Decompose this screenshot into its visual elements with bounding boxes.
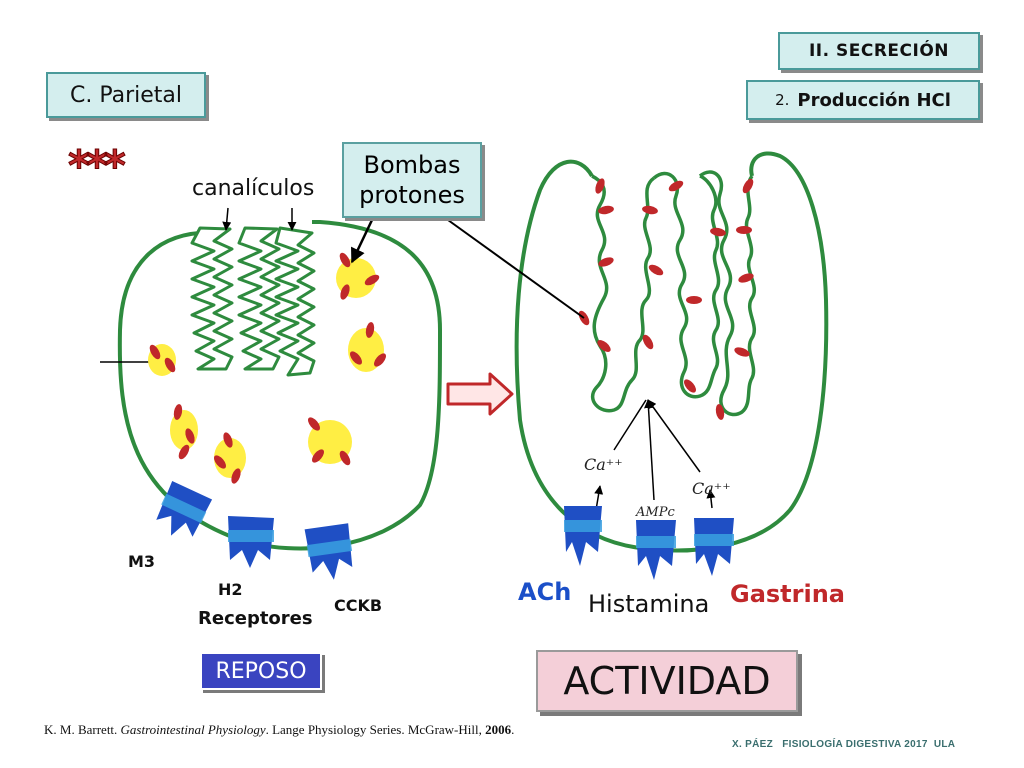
label-h2: H2 <box>218 580 243 599</box>
author-credit: X. PÁEZ FISIOLOGÍA DIGESTIVA 2017 ULA <box>732 739 956 750</box>
subsection-number: 2. <box>775 91 790 109</box>
cell-type-tag: C. Parietal <box>46 72 206 118</box>
receptor-ach <box>564 506 602 566</box>
rest-state-label: REPOSO <box>215 658 307 684</box>
canaliculi-label: canalículos <box>192 176 315 201</box>
tubulovesicle <box>336 252 380 300</box>
active-cell-membrane <box>514 151 829 553</box>
label-receptors: Receptores <box>198 608 313 629</box>
proton-pumps-label: Bombas protones <box>359 151 465 209</box>
label-histamine: Histamina <box>588 590 710 618</box>
signal-converging-arrows <box>613 400 701 473</box>
canaliculi-arrow-left <box>222 207 232 231</box>
active-state-label: ACTIVIDAD <box>563 659 771 703</box>
tubulovesicles <box>148 252 386 484</box>
pumps-pointer-line <box>447 219 585 319</box>
stars-marker: *** <box>68 141 126 190</box>
label-ca-left: Ca⁺⁺ <box>584 455 623 474</box>
pumps-pointer-line-rest <box>350 219 374 264</box>
tubulovesicle <box>170 404 198 460</box>
subsection-tag: 2. Producción HCl <box>746 80 980 120</box>
reference-year: 2006 <box>485 722 512 737</box>
label-camp: AMPc <box>635 505 675 520</box>
reference-citation: K. M. Barrett. Gastrointestinal Physiolo… <box>44 722 514 738</box>
label-ach: ACh <box>518 578 572 606</box>
receptor-cckb <box>304 523 353 580</box>
reference-book: Gastrointestinal Physiology <box>120 722 266 737</box>
receptor-m3 <box>156 480 213 537</box>
active-canaliculus-left <box>590 174 656 413</box>
tubulovesicle <box>348 322 386 372</box>
label-gastrin: Gastrina <box>730 580 845 608</box>
receptor-histamine <box>636 520 676 580</box>
active-pumps <box>578 178 754 420</box>
section-tag-text: II. SECRECIÓN <box>808 41 950 61</box>
resting-canaliculus-middle <box>237 226 281 371</box>
signal-arrow-camp <box>643 399 655 501</box>
receptor-h2 <box>228 516 274 568</box>
tubulovesicle <box>308 417 352 466</box>
section-tag: II. SECRECIÓN <box>778 32 980 70</box>
rest-state-badge: REPOSO <box>200 652 322 690</box>
resting-canaliculus-right <box>274 226 316 377</box>
reference-series: . Lange Physiology Series. McGraw-Hill, <box>265 722 486 737</box>
proton-pumps-tag: Bombas protones <box>342 142 482 218</box>
signal-arrow-ca-right <box>706 489 716 509</box>
reference-end: . <box>511 722 515 737</box>
active-canaliculus-middle <box>652 171 721 399</box>
receptor-gastrin <box>694 518 734 576</box>
subsection-title: Producción HCl <box>797 89 951 111</box>
active-state-badge: ACTIVIDAD <box>536 650 798 712</box>
reference-authors: K. M. Barrett. <box>44 722 118 737</box>
label-ca-right: Ca⁺⁺ <box>692 479 731 498</box>
tubulovesicle <box>148 344 176 376</box>
active-canaliculus-right <box>698 170 756 417</box>
tubulovesicle <box>214 432 246 484</box>
resting-canaliculus-left <box>190 226 234 371</box>
label-m3: M3 <box>128 552 156 571</box>
transition-arrow <box>446 372 514 416</box>
cell-type-label: C. Parietal <box>69 82 183 108</box>
label-cckb: CCKB <box>334 596 383 615</box>
